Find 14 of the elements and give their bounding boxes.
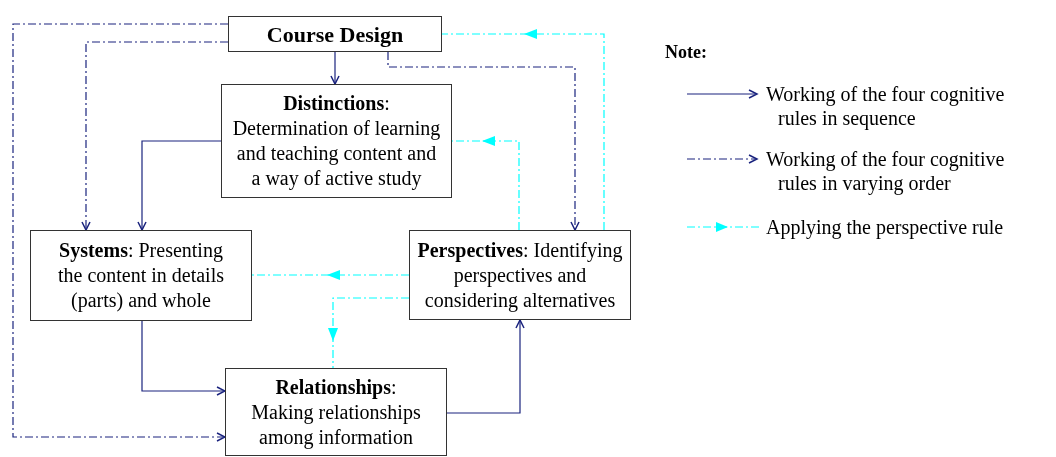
- legend-text: Working of the four cognitive rules in varying order: [766, 147, 1006, 195]
- box-text: Perspectives: Identifying perspectives and considering alternatives: [416, 237, 624, 313]
- process-box: [30, 230, 252, 321]
- legend-text: Applying the perspective rule: [766, 215, 1005, 239]
- box-text: Distinctions: Determination of learning and teaching content and a way of active study: [231, 91, 442, 191]
- box-text: Relationships: Making relationships among information: [250, 374, 422, 450]
- legend-heading: Note:: [665, 42, 707, 63]
- box-title: Course Design: [266, 21, 404, 47]
- process-box: [228, 16, 442, 52]
- box-text: Systems: Presenting the content in details (parts) and whole: [56, 238, 226, 313]
- process-box: [409, 230, 631, 320]
- process-box: [221, 84, 452, 198]
- process-box: [225, 368, 447, 456]
- legend-text: Working of the four cognitive rules in sequence: [766, 82, 1006, 130]
